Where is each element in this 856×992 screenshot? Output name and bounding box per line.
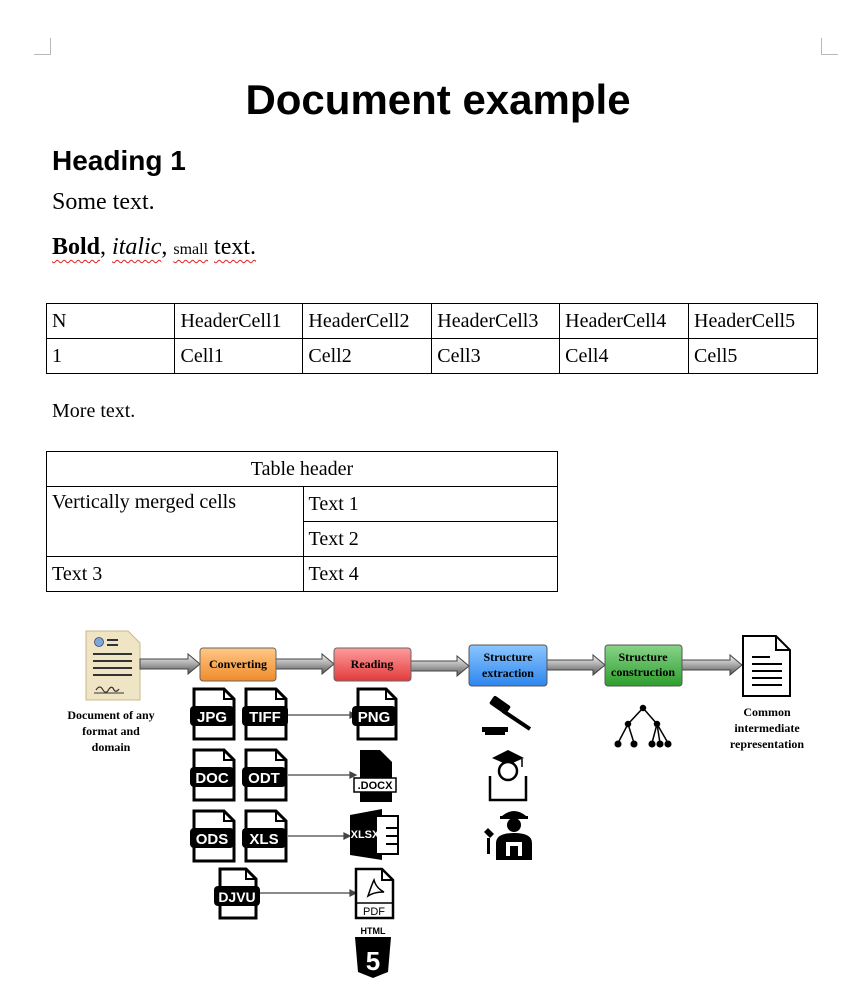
table-cell: 1 bbox=[45, 338, 176, 374]
table-header-cell: HeaderCell5 bbox=[688, 303, 818, 339]
table-header-cell: HeaderCell2 bbox=[302, 303, 433, 339]
bold-text: Bold bbox=[52, 234, 101, 260]
jpg-file-icon: JPG bbox=[190, 687, 236, 741]
table-header-cell: N bbox=[45, 303, 176, 339]
flow-arrow bbox=[275, 652, 335, 676]
svg-text:TIFF: TIFF bbox=[249, 709, 281, 726]
table-cell: Text 2 bbox=[302, 521, 559, 557]
graduate-icon bbox=[488, 750, 528, 802]
tree-icon bbox=[614, 704, 672, 748]
gavel-icon bbox=[482, 695, 532, 735]
svg-text:5: 5 bbox=[366, 946, 380, 976]
svg-text:HTML: HTML bbox=[361, 926, 386, 936]
table-cell: Text 4 bbox=[302, 556, 559, 592]
table-1: N HeaderCell1 HeaderCell2 HeaderCell3 He… bbox=[45, 303, 818, 374]
paragraph-some-text: Some text. bbox=[52, 189, 155, 215]
step-label: Structure bbox=[618, 650, 668, 664]
table-header-cell: HeaderCell3 bbox=[431, 303, 561, 339]
flow-arrow bbox=[681, 653, 743, 677]
source-label-line: domain bbox=[92, 740, 131, 754]
step-converting bbox=[199, 647, 277, 682]
heading-1: Heading 1 bbox=[52, 145, 186, 176]
table-cell: Cell2 bbox=[302, 338, 433, 374]
paragraph-more-text: More text. bbox=[52, 400, 136, 422]
tiff-file-icon: TIFF bbox=[242, 687, 288, 741]
svg-text:PDF: PDF bbox=[363, 906, 385, 918]
png-file-icon: PNG bbox=[352, 687, 398, 741]
table-header-cell: HeaderCell1 bbox=[174, 303, 304, 339]
step-label: Reading bbox=[351, 657, 394, 671]
page-corner-mark-left bbox=[34, 38, 51, 55]
pdf-file-icon: PDF bbox=[354, 867, 395, 920]
html5-icon: HTML 5 bbox=[355, 926, 391, 978]
svg-text:XLS: XLS bbox=[249, 831, 278, 848]
svg-text:DJVU: DJVU bbox=[218, 889, 255, 905]
table-2: Table header Vertically merged cells Tex… bbox=[46, 451, 559, 592]
comma: , bbox=[100, 234, 113, 260]
document-title: Document example bbox=[245, 76, 631, 123]
small-text: small bbox=[173, 241, 209, 258]
source-label-line: Document of any bbox=[67, 708, 154, 722]
svg-text:.DOCX: .DOCX bbox=[358, 780, 394, 792]
step-label: Converting bbox=[209, 657, 267, 671]
table-cell: Cell5 bbox=[688, 338, 818, 374]
odt-file-icon: ODT bbox=[242, 748, 288, 802]
table-cell: Cell3 bbox=[431, 338, 561, 374]
docx-file-icon: .DOCX bbox=[353, 750, 397, 802]
svg-text:XLSX: XLSX bbox=[351, 829, 380, 841]
table-header-row: N HeaderCell1 HeaderCell2 HeaderCell3 He… bbox=[45, 303, 818, 339]
step-structure-extraction bbox=[468, 644, 548, 687]
flow-arrow bbox=[546, 653, 606, 677]
step-label: construction bbox=[611, 665, 675, 679]
svg-text:ODT: ODT bbox=[248, 770, 280, 787]
output-document-icon bbox=[742, 635, 791, 697]
doc-file-icon: DOC bbox=[190, 748, 236, 802]
target-label-line: Common bbox=[743, 705, 791, 719]
table-cell: Cell4 bbox=[559, 338, 690, 374]
svg-text:DOC: DOC bbox=[195, 770, 229, 787]
comma: , bbox=[161, 234, 174, 260]
svg-text:JPG: JPG bbox=[197, 709, 227, 726]
table-cell: Cell1 bbox=[174, 338, 304, 374]
djvu-file-icon: DJVU bbox=[214, 867, 260, 920]
svg-text:PNG: PNG bbox=[358, 709, 391, 726]
document-icon bbox=[85, 630, 141, 701]
target-label-line: representation bbox=[730, 737, 805, 751]
italic-text: italic bbox=[112, 234, 162, 260]
step-label: extraction bbox=[482, 666, 534, 680]
page-corner-mark-right bbox=[821, 38, 838, 55]
table-cell: Text 1 bbox=[302, 486, 559, 522]
merged-cell: Vertically merged cells bbox=[46, 486, 304, 557]
worker-icon bbox=[484, 811, 532, 860]
plain-text: text. bbox=[214, 234, 257, 260]
table-row: 1 Cell1 Cell2 Cell3 Cell4 Cell5 bbox=[45, 338, 818, 374]
flow-arrow bbox=[139, 652, 201, 676]
table-header-cell: HeaderCell4 bbox=[559, 303, 690, 339]
paragraph-formatted: Bold, italic, small text. bbox=[52, 232, 256, 265]
xls-file-icon: XLS bbox=[242, 809, 288, 863]
table-cell: Text 3 bbox=[46, 556, 304, 592]
xlsx-file-icon: XLSX bbox=[350, 809, 399, 860]
flow-arrow bbox=[410, 654, 470, 678]
ods-file-icon: ODS bbox=[190, 809, 236, 863]
svg-text:ODS: ODS bbox=[196, 831, 229, 848]
source-label-line: format and bbox=[82, 724, 140, 738]
target-label-line: intermediate bbox=[734, 721, 800, 735]
step-structure-construction bbox=[604, 644, 683, 687]
step-label: Structure bbox=[483, 650, 533, 664]
step-reading bbox=[333, 647, 412, 682]
